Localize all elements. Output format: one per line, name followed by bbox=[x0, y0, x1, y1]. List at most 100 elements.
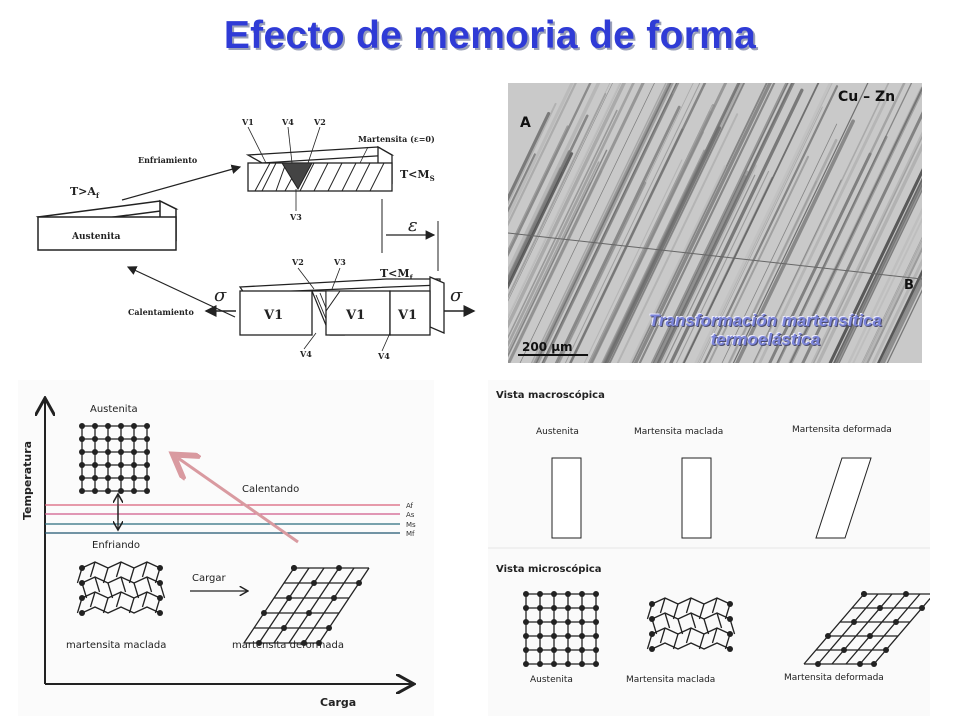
lattice-atom bbox=[593, 605, 599, 611]
lattice-atom bbox=[903, 591, 909, 597]
martensite-plate bbox=[602, 83, 741, 363]
lattice-atom bbox=[79, 436, 85, 442]
v3-top-label: V3 bbox=[289, 212, 302, 222]
caption-line-2: termoelástica bbox=[710, 330, 821, 349]
lattice-atom bbox=[79, 488, 85, 494]
martensite-plate bbox=[697, 83, 833, 363]
lattice-atom bbox=[92, 462, 98, 468]
martensite-plate bbox=[532, 83, 671, 363]
martensite-plate bbox=[508, 167, 561, 278]
martensite-plate bbox=[847, 207, 922, 363]
t-af-label: T>Af bbox=[70, 185, 100, 200]
martensite-plate bbox=[604, 126, 722, 363]
lattice-atom bbox=[579, 619, 585, 625]
lattice-atom bbox=[105, 475, 111, 481]
lattice-atom bbox=[144, 488, 150, 494]
temperature-load-diagram: Temperatura Carga Af As Ms Mf Austenita … bbox=[18, 380, 434, 716]
austenite-block: Austenita T>Af bbox=[35, 185, 179, 251]
martensite-plate bbox=[508, 109, 618, 340]
scale-label: 200 μm bbox=[522, 340, 573, 354]
macro-deformed-shape bbox=[815, 457, 872, 539]
martensite-plate bbox=[699, 106, 823, 363]
martensite-plate bbox=[537, 83, 674, 363]
martensite-plate bbox=[554, 105, 681, 363]
martensite-plate bbox=[836, 184, 922, 363]
t-ms-label: T<MS bbox=[400, 168, 435, 183]
lattice-atom bbox=[593, 661, 599, 667]
martensite-plate bbox=[652, 83, 789, 363]
lattice-atom bbox=[649, 601, 655, 607]
martensite-plate bbox=[508, 83, 611, 297]
transformation-schematic: Austenita T>Af Enfriamiento Calentamient… bbox=[30, 105, 490, 370]
page-title: Efecto de memoria de forma bbox=[223, 14, 757, 57]
heating-label: Calentando bbox=[242, 484, 299, 495]
load-label: Cargar bbox=[192, 573, 227, 584]
martensite-plate bbox=[683, 83, 820, 363]
martensite-plate bbox=[863, 240, 922, 363]
lattice-atom bbox=[144, 475, 150, 481]
macro-view-title: Vista macroscópica bbox=[496, 389, 605, 401]
micro-deformed-label: Martensita deformada bbox=[784, 673, 884, 683]
lattice-atom bbox=[118, 475, 124, 481]
martensite-plate bbox=[508, 93, 607, 299]
lattice-atom bbox=[92, 449, 98, 455]
lattice-atom bbox=[79, 595, 85, 601]
martensite-plate bbox=[541, 83, 678, 363]
martensite-plate bbox=[669, 88, 804, 363]
heating-arrow bbox=[126, 266, 236, 318]
lattice-atom bbox=[877, 605, 883, 611]
macro-twinned-label: Martensita maclada bbox=[634, 427, 723, 437]
lattice-atom bbox=[92, 475, 98, 481]
lattice-atom bbox=[131, 488, 137, 494]
micrograph-image: A B Cu – Zn 200 μm Transformación marten… bbox=[508, 83, 922, 363]
martensite-plate bbox=[676, 170, 770, 363]
cooling-label: Enfriando bbox=[92, 540, 140, 551]
lattice-atom bbox=[79, 565, 85, 571]
lattice-atom bbox=[537, 619, 543, 625]
t-mf-label: T<Mf bbox=[380, 267, 414, 282]
v1-bottom-mid-label: V1 bbox=[345, 308, 365, 323]
martensite-plate bbox=[638, 83, 776, 363]
martensite-plate bbox=[656, 83, 795, 363]
martensite-plate bbox=[882, 280, 922, 363]
lattice-atom bbox=[105, 423, 111, 429]
lattice-atom bbox=[336, 565, 342, 571]
v1-bottom-right-label: V1 bbox=[397, 308, 417, 323]
lattice-atom bbox=[92, 436, 98, 442]
martensite-plate bbox=[564, 83, 701, 363]
lattice-atom bbox=[144, 423, 150, 429]
lattice-atom bbox=[523, 619, 529, 625]
micro-twinned-label: Martensita maclada bbox=[626, 675, 715, 685]
martensite-plate bbox=[789, 86, 922, 363]
cooling-arrow bbox=[121, 164, 242, 201]
lattice-atom bbox=[311, 580, 317, 586]
martensite-plate bbox=[616, 113, 739, 363]
lattice-atom bbox=[537, 647, 543, 653]
lattice-atom bbox=[593, 619, 599, 625]
martensite-plate bbox=[703, 85, 839, 363]
lattice-atom bbox=[281, 625, 287, 631]
lattice-atom bbox=[523, 647, 529, 653]
lattice-atom bbox=[893, 619, 899, 625]
lattice-atom bbox=[537, 633, 543, 639]
lattice-atom bbox=[79, 610, 85, 616]
v3-bottom-label: V3 bbox=[333, 257, 346, 267]
martensite-plate bbox=[583, 159, 683, 363]
martensite-plate bbox=[508, 83, 574, 221]
martensite-plate bbox=[609, 83, 746, 363]
martensite-plate bbox=[508, 83, 635, 348]
martensite-plate bbox=[569, 83, 707, 363]
lattice-atom bbox=[727, 631, 733, 637]
lattice-atom bbox=[157, 610, 163, 616]
martensite-plate bbox=[816, 143, 922, 363]
martensite-plate bbox=[508, 182, 591, 356]
lattice-atom bbox=[649, 646, 655, 652]
martensite-plate bbox=[519, 83, 655, 363]
martensite-plate bbox=[852, 217, 922, 363]
mf-label: Mf bbox=[406, 530, 415, 538]
martensite-plate bbox=[508, 155, 591, 329]
martensite-plate bbox=[508, 83, 621, 318]
lattice-atom bbox=[131, 475, 137, 481]
v1-top-label: V1 bbox=[241, 117, 254, 127]
lattice-atom bbox=[565, 661, 571, 667]
